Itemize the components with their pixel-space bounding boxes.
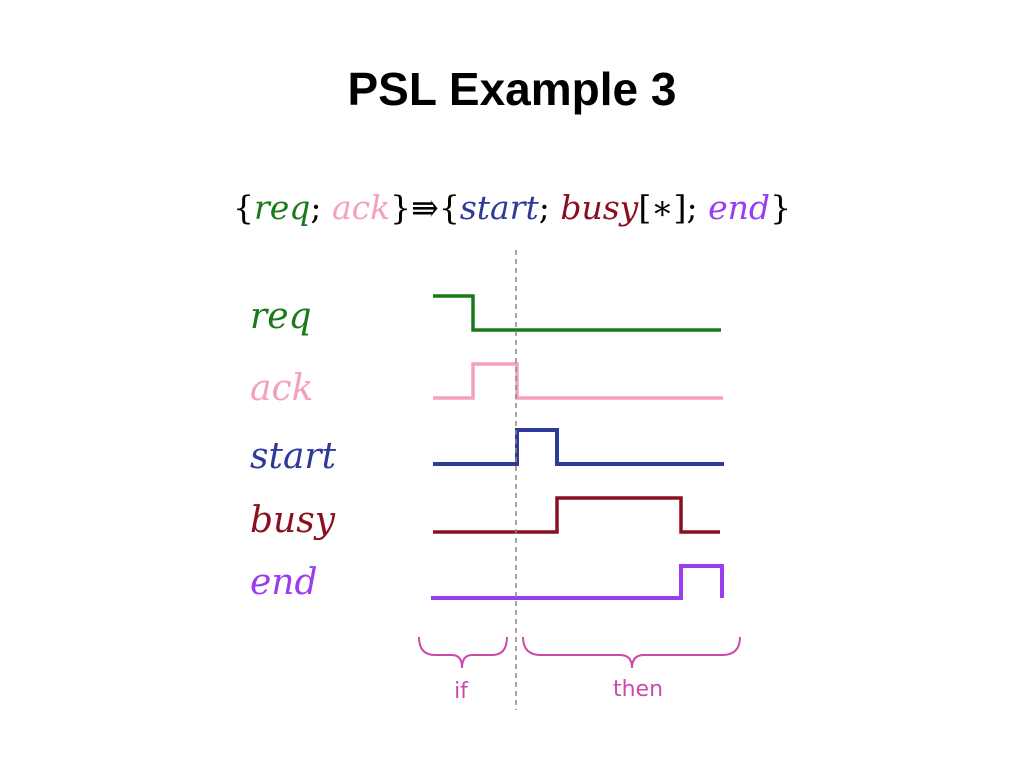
psl-formula: {req; ack}⇛{start; busy[∗]; end} bbox=[0, 188, 1024, 227]
signal-label-ack: ack bbox=[250, 368, 313, 409]
formula-req: req bbox=[253, 188, 311, 227]
waveform-end bbox=[431, 564, 724, 600]
waveform-busy bbox=[433, 496, 720, 534]
signal-label-req: req bbox=[250, 296, 312, 337]
formula-close-brace-1: } bbox=[390, 188, 412, 227]
slide-title: PSL Example 3 bbox=[347, 63, 677, 115]
formula-semicolon-1: ; bbox=[310, 188, 322, 227]
formula-implies-arrow: ⇛ bbox=[411, 188, 439, 227]
formula-semicolon-2: ; bbox=[538, 188, 550, 227]
formula-repeat-star: [∗] bbox=[638, 188, 687, 227]
then-label: then bbox=[613, 677, 663, 702]
formula-open-brace-1: { bbox=[232, 188, 254, 227]
formula-end: end bbox=[708, 188, 771, 227]
signal-label-start: start bbox=[250, 436, 337, 477]
if-label: if bbox=[454, 679, 469, 704]
signal-label-end: end bbox=[250, 562, 318, 603]
waveform-req bbox=[433, 294, 721, 332]
then-brace bbox=[522, 636, 741, 669]
formula-close-brace-2: } bbox=[770, 188, 792, 227]
if-brace bbox=[418, 636, 508, 669]
formula-semicolon-3: ; bbox=[686, 188, 698, 227]
formula-ack: ack bbox=[332, 188, 391, 227]
signal-label-busy: busy bbox=[250, 500, 336, 541]
formula-start: start bbox=[459, 188, 539, 227]
waveform-start bbox=[433, 428, 724, 466]
waveform-ack bbox=[433, 362, 723, 400]
formula-busy: busy bbox=[560, 188, 639, 227]
formula-open-brace-2: { bbox=[438, 188, 460, 227]
